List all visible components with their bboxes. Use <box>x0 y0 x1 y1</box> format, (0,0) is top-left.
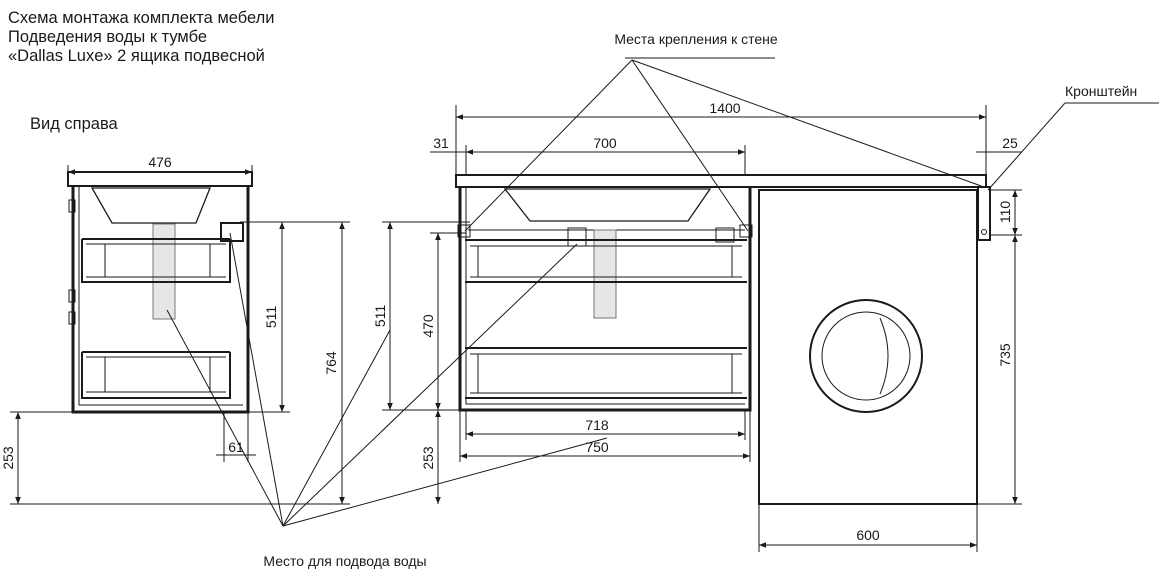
title-line-3: «Dallas Luxe» 2 ящика подвесной <box>8 47 265 65</box>
dim-side-764: 764 <box>323 351 339 375</box>
dim-front-700: 700 <box>593 135 617 151</box>
dim-front-253: 253 <box>420 446 436 470</box>
side-view-cabinet <box>67 171 253 414</box>
dim-side-476: 476 <box>148 154 172 170</box>
callout-bracket: Кронштейн <box>1065 83 1137 99</box>
dim-front-1400: 1400 <box>709 100 740 116</box>
dim-washer-600: 600 <box>856 527 880 543</box>
washing-machine <box>758 189 978 505</box>
callout-wall-mounts: Места крепления к стене <box>614 31 778 47</box>
side-view-label: Вид справа <box>30 115 118 133</box>
title-line-2: Подведения воды к тумбе <box>8 28 208 46</box>
bracket <box>977 186 991 241</box>
drawing-title: Схема монтажа комплекта мебели Подведени… <box>8 9 275 66</box>
dim-front-718: 718 <box>585 417 609 433</box>
front-view-cabinet <box>457 187 753 412</box>
dim-front-25: 25 <box>1002 135 1018 151</box>
dim-front-470: 470 <box>420 314 436 338</box>
dim-front-31: 31 <box>433 135 449 151</box>
dim-side-253: 253 <box>0 446 16 470</box>
dim-side-511: 511 <box>263 306 279 329</box>
dim-bracket-110: 110 <box>997 201 1013 224</box>
dim-front-750: 750 <box>585 439 609 455</box>
dim-side-61: 61 <box>228 439 244 455</box>
dim-front-511: 511 <box>372 305 388 328</box>
front-view-countertop <box>455 174 987 188</box>
callout-water-supply: Место для подвода воды <box>263 553 426 569</box>
title-line-1: Схема монтажа комплекта мебели <box>8 9 275 27</box>
dim-washer-735: 735 <box>997 343 1013 367</box>
